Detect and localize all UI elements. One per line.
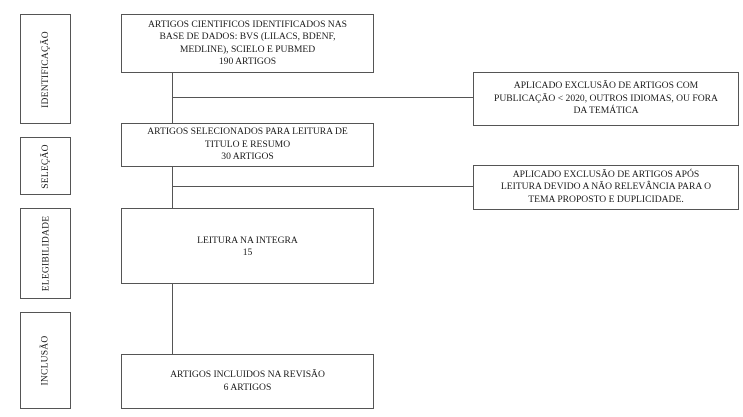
stage-label: IDENTIFICAÇÃO [40, 30, 51, 108]
box-text: DA TEMÁTICA [573, 105, 639, 117]
box-text: TEMA PROPOSTO E DUPLICIDADE. [528, 193, 684, 205]
box-text: LEITURA NA INTEGRA [197, 235, 298, 246]
box-text: APLICADO EXCLUSÃO DE ARTIGOS COM [513, 80, 699, 92]
box-text: ARTIGOS CIENTIFICOS IDENTIFICADOS NAS [147, 18, 348, 30]
box-count: 15 [242, 247, 253, 259]
stage-elegibilidade: ELEGIBILIDADE [20, 208, 71, 299]
included-articles-box: ARTIGOS INCLUIDOS NA REVISÃO 6 ARTIGOS [121, 354, 374, 409]
box-text: MEDLINE), SCIELO E PUBMED [179, 43, 316, 55]
box-text: LEITURA DEVIDO A NÃO RELEVÂNCIA PARA O [500, 181, 712, 193]
exclusion-connector-1 [172, 97, 474, 98]
box-text: PUBLICAÇÃO < 2020, OUTROS IDIOMAS, OU FO… [494, 92, 718, 104]
stage-selecao: SELEÇÃO [20, 137, 71, 195]
stage-label: SELEÇÃO [39, 143, 51, 189]
box-text: BASE DE DADOS: BVS (LILACS, BDENF, [159, 31, 336, 43]
stage-inclusao: INCLUSÃO [20, 312, 71, 409]
box-text: ARTIGOS SELECIONADOS PARA LEITURA DE [147, 126, 348, 138]
identified-articles-box: ARTIGOS CIENTIFICOS IDENTIFICADOS NAS BA… [121, 14, 374, 73]
box-count: 30 ARTIGOS [221, 151, 274, 163]
exclusion-box-1: APLICADO EXCLUSÃO DE ARTIGOS COM PUBLICA… [473, 72, 739, 126]
full-reading-box: LEITURA NA INTEGRA 15 [121, 208, 374, 284]
stage-label: INCLUSÃO [40, 335, 52, 386]
selected-articles-box: ARTIGOS SELECIONADOS PARA LEITURA DE TIT… [121, 123, 374, 167]
box-text: TITULO E RESUMO [204, 138, 291, 150]
exclusion-box-2: APLICADO EXCLUSÃO DE ARTIGOS APÓS LEITUR… [473, 165, 739, 210]
stage-label: ELEGIBILIDADE [40, 215, 52, 292]
exclusion-connector-2 [172, 186, 474, 187]
box-count: 190 ARTIGOS [218, 55, 277, 67]
stage-identificacao: IDENTIFICAÇÃO [20, 14, 71, 124]
box-text: APLICADO EXCLUSÃO DE ARTIGOS APÓS [512, 168, 700, 180]
box-count: 6 ARTIGOS [223, 381, 272, 393]
box-text: ARTIGOS INCLUIDOS NA REVISÃO [170, 369, 325, 381]
